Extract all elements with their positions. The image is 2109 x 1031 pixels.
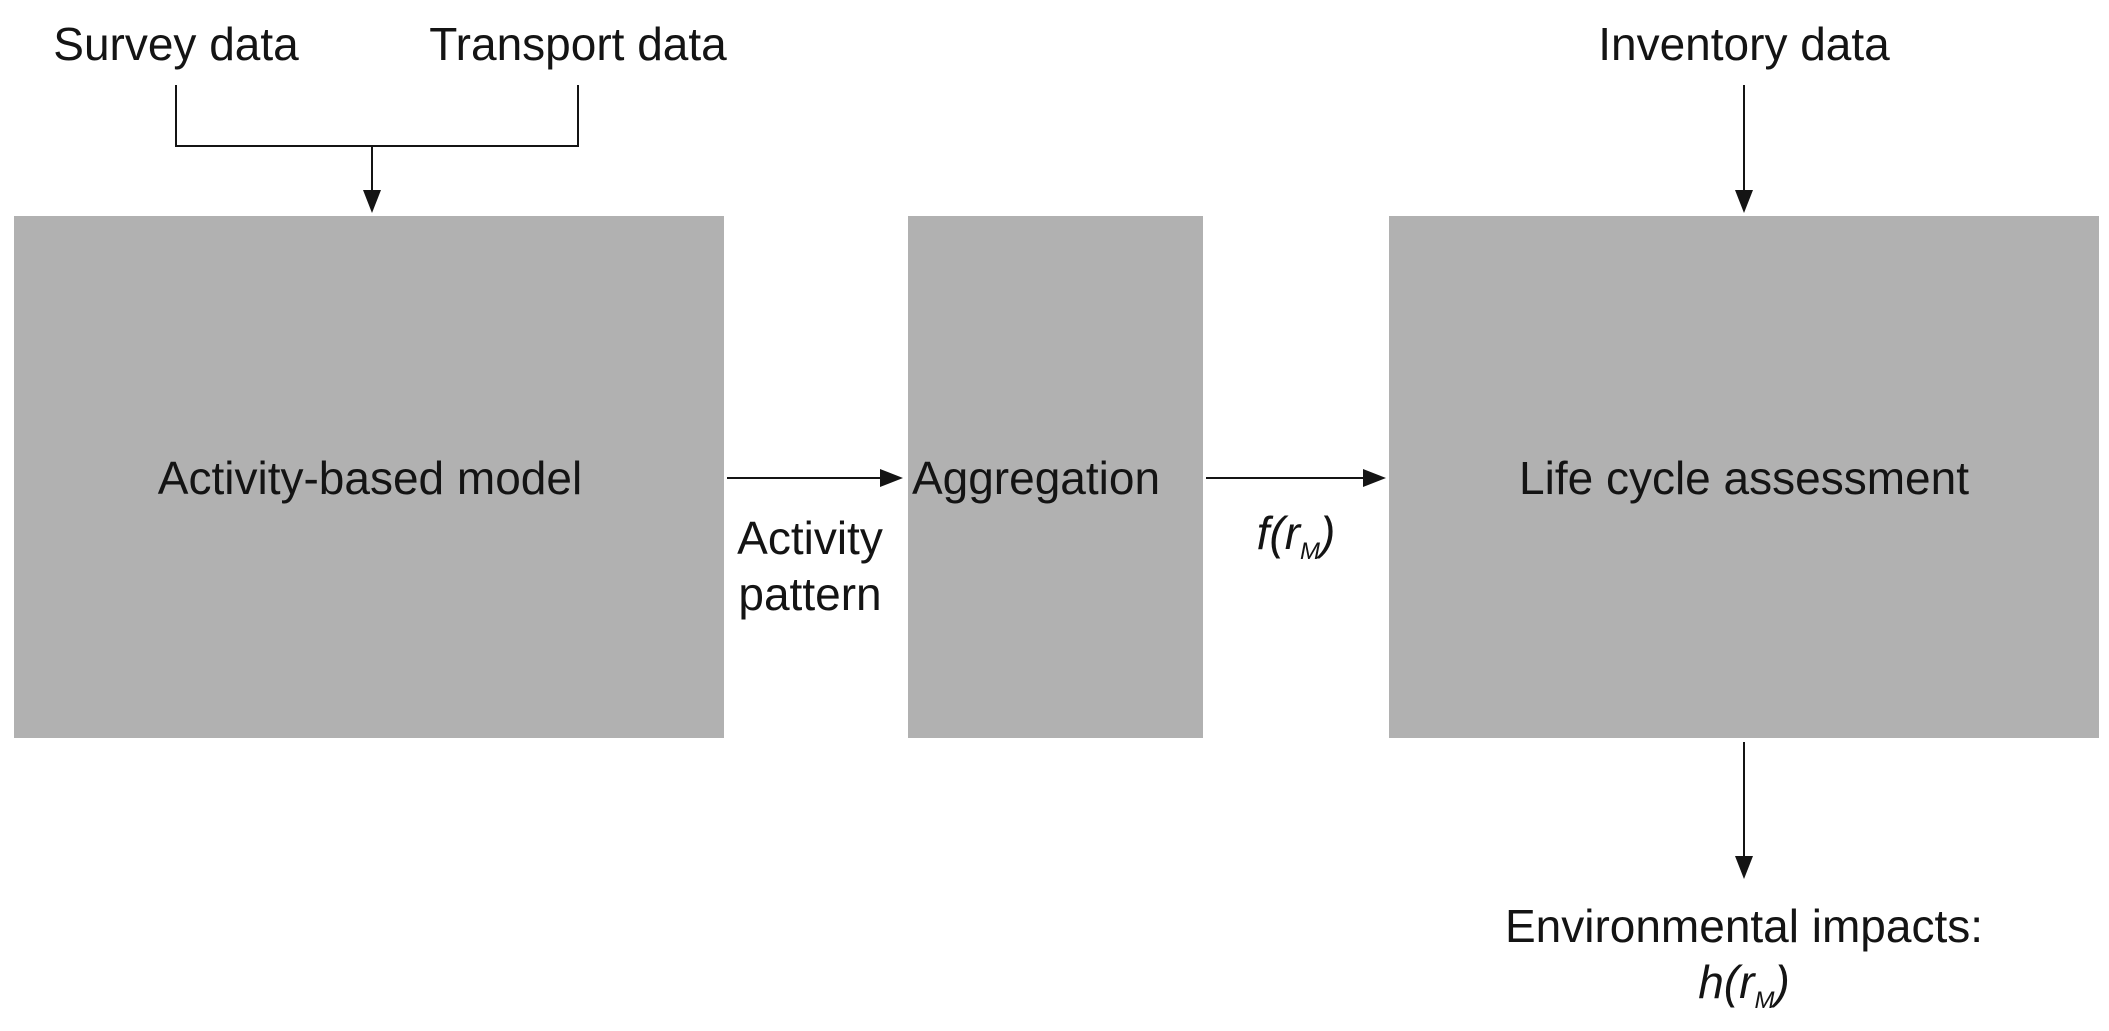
survey-data-line <box>175 85 372 147</box>
f-rm-suffix: ) <box>1320 507 1336 559</box>
aggregation-box <box>908 216 1203 738</box>
f-rm-subscript: M <box>1300 538 1321 565</box>
activity-pattern-line2: pattern <box>738 568 882 621</box>
h-rm-suffix: ) <box>1774 956 1790 1009</box>
inventory-data-arrowhead <box>1735 190 1753 213</box>
environmental-impacts-label: Environmental impacts: h(rM) <box>1504 898 1984 1014</box>
transport-data-label: Transport data <box>429 18 727 70</box>
environmental-impacts-line1: Environmental impacts: <box>1504 900 1984 952</box>
inventory-data-label: Inventory data <box>1598 18 1890 70</box>
life-cycle-assessment-box <box>1389 216 2099 738</box>
aggregation-label: Aggregation <box>911 452 1161 504</box>
f-rm-label: f(rM) <box>1256 505 1336 565</box>
h-rm-subscript: M <box>1754 987 1775 1015</box>
impacts-arrowhead <box>1735 856 1753 879</box>
f-rm-arrowhead <box>1363 469 1386 487</box>
activity-pattern-line1: Activity <box>737 512 883 564</box>
life-cycle-assessment-label: Life cycle assessment <box>1519 452 1969 504</box>
merge-arrowhead <box>363 190 381 213</box>
activity-pattern-arrowhead <box>880 469 903 487</box>
activity-based-model-label: Activity-based model <box>157 452 583 504</box>
transport-data-line <box>372 85 579 147</box>
f-rm-prefix: f(r <box>1256 507 1301 559</box>
h-rm-formula: h(rM) <box>1505 954 1983 1014</box>
activity-pattern-label: Activity pattern <box>737 510 883 622</box>
survey-data-label: Survey data <box>53 18 299 70</box>
activity-based-model-box <box>14 216 724 738</box>
h-rm-prefix: h(r <box>1698 956 1755 1009</box>
